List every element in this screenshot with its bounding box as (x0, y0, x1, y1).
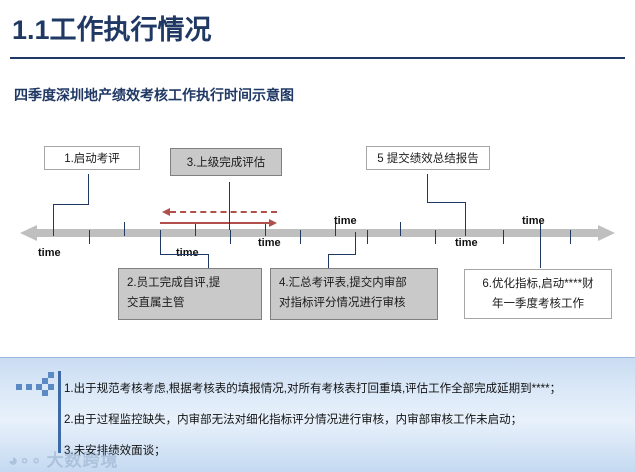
note-item-2: 2.由于过程监控缺失，内审部无法对细化指标评分情况进行审核，内审部审核工作未启动… (64, 414, 523, 426)
watermark-text: 大数跨境 (46, 451, 119, 470)
note-item-1: 1.出于规范考核考虑,根据考核表的填报情况,对所有考核表打回重填,评估工作全部完… (64, 383, 562, 395)
leader-line-callout-3 (229, 182, 230, 230)
timeline-tick (503, 230, 504, 244)
time-axis-label: time (176, 247, 199, 259)
timeline-tick (400, 222, 401, 236)
time-axis-label: time (38, 247, 61, 259)
leader-line-callout-1-h (53, 204, 89, 205)
page-subtitle: 四季度深圳地产绩效考核工作执行时间示意图 (14, 87, 294, 103)
page-title: 1.1工作执行情况 (12, 15, 212, 45)
timeline-tick (367, 230, 368, 244)
title-divider (10, 57, 625, 59)
time-axis-label: time (455, 237, 478, 249)
timeline-tick (335, 222, 336, 236)
callout-box-2[interactable]: 2.员工完成自评,提 交直属主管 (118, 268, 262, 320)
timeline-tick (570, 230, 571, 244)
leader-line-callout-4-v1 (355, 232, 356, 254)
pixel-arrow-icon (16, 372, 56, 399)
delay-arrow-right-head-icon (269, 219, 277, 227)
timeline-tick (300, 230, 301, 244)
delay-arrow-dashed-line (170, 211, 277, 213)
time-axis-label: time (522, 215, 545, 227)
notes-panel (0, 357, 635, 472)
leader-line-callout-5-v1 (427, 174, 428, 202)
delay-arrow-solid-line (160, 222, 270, 224)
timeline-tick (265, 222, 266, 236)
timeline-axis (36, 229, 602, 237)
axis-arrow-right-icon (598, 225, 615, 241)
callout-box-1[interactable]: 1.启动考评 (44, 146, 140, 170)
leader-line-callout-2-h (160, 254, 208, 255)
leader-line-callout-5-h (427, 202, 465, 203)
timeline-tick (89, 230, 90, 244)
timeline-tick (435, 230, 436, 244)
time-axis-label: time (258, 237, 281, 249)
leader-line-callout-1 (88, 174, 89, 204)
leader-line-callout-6 (540, 232, 541, 268)
timeline-tick (230, 230, 231, 244)
callout-box-5[interactable]: 5 提交绩效总结报告 (366, 146, 490, 170)
watermark-logo-icon: ◕∘∘ (8, 451, 43, 470)
leader-line-callout-4-h (328, 254, 356, 255)
leader-line-callout-2-v2 (208, 254, 209, 268)
timeline-tick (124, 222, 125, 236)
callout-box-6[interactable]: 6.优化指标,启动****财 年一季度考核工作 (464, 269, 612, 319)
notes-accent-bar (58, 371, 61, 453)
timeline-tick (195, 222, 196, 236)
axis-arrow-left-icon (20, 225, 37, 241)
timeline-tick (540, 222, 541, 236)
callout-box-3[interactable]: 3.上级完成评估 (170, 148, 282, 176)
leader-line-callout-4-v2 (328, 254, 329, 268)
leader-line-callout-2-v1 (160, 232, 161, 254)
callout-box-4[interactable]: 4.汇总考评表,提交内审部 对指标评分情况进行审核 (270, 268, 438, 320)
note-item-3: 3.未安排绩效面谈； (64, 445, 166, 457)
leader-line-callout-1-v2 (53, 204, 54, 232)
time-axis-label: time (334, 215, 357, 227)
delay-arrow-left-head-icon (162, 208, 170, 216)
leader-line-callout-5-v2 (465, 202, 466, 232)
watermark: ◕∘∘大数跨境 (8, 446, 119, 471)
